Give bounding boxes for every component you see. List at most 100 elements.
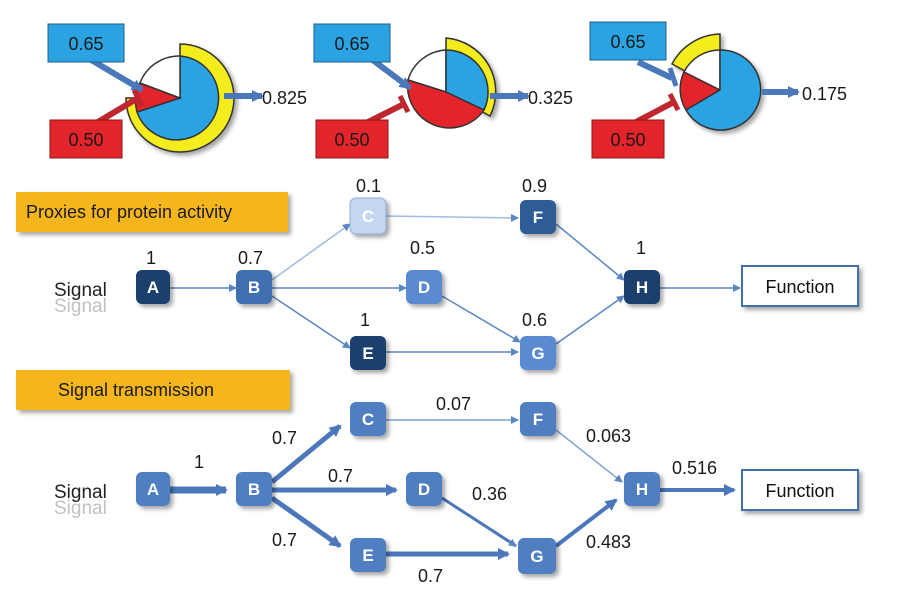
input-value-top: 0.65 <box>610 32 645 52</box>
value-h: 1 <box>636 238 646 258</box>
edge-value-h-function: 0.516 <box>672 458 717 478</box>
edge-b-e <box>270 495 342 549</box>
input-box-top <box>589 21 667 61</box>
node-d <box>406 270 442 304</box>
node-g <box>518 538 556 574</box>
node-a-label: A <box>147 480 159 499</box>
inhibit-bar <box>397 94 411 114</box>
input-value-top: 0.65 <box>68 34 103 54</box>
pie-white-slice <box>682 49 721 92</box>
node-h-label: H <box>636 278 648 297</box>
node-f <box>520 200 556 234</box>
node-b <box>236 472 272 506</box>
input-box-top <box>313 23 391 63</box>
value-a: 1 <box>146 248 156 268</box>
node-h <box>624 472 660 506</box>
node-d <box>406 472 442 506</box>
output-value: 0.825 <box>262 88 307 108</box>
edge-value-b-e: 0.7 <box>272 530 297 550</box>
node-a-label: A <box>147 278 159 297</box>
value-g: 0.6 <box>522 310 547 330</box>
pie-group-2: 0.65 0.50 0.325 <box>313 23 573 159</box>
node-f-label: F <box>533 208 543 227</box>
node-a <box>136 472 170 506</box>
value-e: 1 <box>360 310 370 330</box>
input-box-bottom <box>49 119 123 159</box>
edge-g-h <box>554 498 618 548</box>
edge-d-g <box>441 496 517 548</box>
transmission-banner <box>16 370 290 410</box>
edge-value-c-f: 0.07 <box>436 394 471 414</box>
node-c-label: C <box>362 207 374 226</box>
edge-b-c <box>270 424 342 484</box>
node-d-label: D <box>418 480 430 499</box>
edge-value-e-g: 0.7 <box>418 566 443 586</box>
pie-blue-slice <box>684 49 762 131</box>
edge-value-a-b: 1 <box>194 452 204 472</box>
edge-value-g-h: 0.483 <box>586 532 631 552</box>
input-value-top: 0.65 <box>334 34 369 54</box>
function-box <box>741 469 859 511</box>
input-arrow-red <box>366 101 406 125</box>
input-box-bottom <box>315 119 389 159</box>
function-label: Function <box>765 277 834 297</box>
node-c <box>349 197 387 235</box>
edge-b-c <box>271 223 351 281</box>
input-value-bottom: 0.50 <box>334 130 369 150</box>
edge-value-d-g: 0.36 <box>472 484 507 504</box>
signal-label-reflection: Signal <box>54 296 107 317</box>
edge-value-b-c: 0.7 <box>272 428 297 448</box>
inhibit-bar <box>667 92 681 112</box>
node-b-label: B <box>248 480 260 499</box>
input-arrow-blue <box>86 55 144 93</box>
function-box <box>741 265 859 307</box>
edge-g-h <box>555 295 625 345</box>
edge-value-f-h: 0.063 <box>586 426 631 446</box>
input-arrow-red <box>96 95 140 125</box>
output-value: 0.325 <box>528 88 573 108</box>
node-f <box>520 402 556 436</box>
input-arrow-blue <box>368 55 412 91</box>
node-h-label: H <box>636 480 648 499</box>
input-value-bottom: 0.50 <box>610 130 645 150</box>
node-e <box>350 336 386 370</box>
transmission-network: Signal transmission Signal Signal A B C … <box>16 370 859 586</box>
node-e-label: E <box>362 546 373 565</box>
output-value: 0.175 <box>802 84 847 104</box>
value-d: 0.5 <box>410 238 435 258</box>
node-e <box>350 538 386 572</box>
input-value-bottom: 0.50 <box>68 130 103 150</box>
signal-label: Signal <box>54 482 107 503</box>
node-d-label: D <box>418 278 430 297</box>
value-f: 0.9 <box>522 176 547 196</box>
input-arrow-red <box>634 99 676 125</box>
transmission-banner-text: Signal transmission <box>58 380 214 400</box>
inhibit-bar-top <box>667 67 679 87</box>
node-c-label: C <box>362 410 374 429</box>
proxies-banner <box>16 192 288 232</box>
pie-blue-slice <box>136 55 220 141</box>
input-box-bottom <box>591 119 665 159</box>
node-g-label: G <box>531 344 544 363</box>
edge-f-h <box>555 429 623 483</box>
pie-red-slice <box>406 79 486 129</box>
edge-d-g <box>441 295 521 343</box>
function-label: Function <box>765 481 834 501</box>
node-b <box>236 270 272 304</box>
proxies-banner-text: Proxies for protein activity <box>26 202 232 222</box>
edge-c-f <box>385 213 519 222</box>
value-b: 0.7 <box>238 248 263 268</box>
signal-label: Signal <box>54 280 107 301</box>
value-c: 0.1 <box>356 176 381 196</box>
node-c <box>350 402 386 436</box>
proxies-network: Proxies for protein activity Signal Sign… <box>16 176 859 370</box>
node-e-label: E <box>362 344 373 363</box>
node-b-label: B <box>248 278 260 297</box>
edge-value-b-d: 0.7 <box>328 466 353 486</box>
edge-f-h <box>555 223 625 281</box>
edge-b-e <box>271 295 351 349</box>
input-box-top <box>47 23 125 63</box>
pie-blue-slice <box>445 49 489 111</box>
node-h <box>624 270 660 304</box>
